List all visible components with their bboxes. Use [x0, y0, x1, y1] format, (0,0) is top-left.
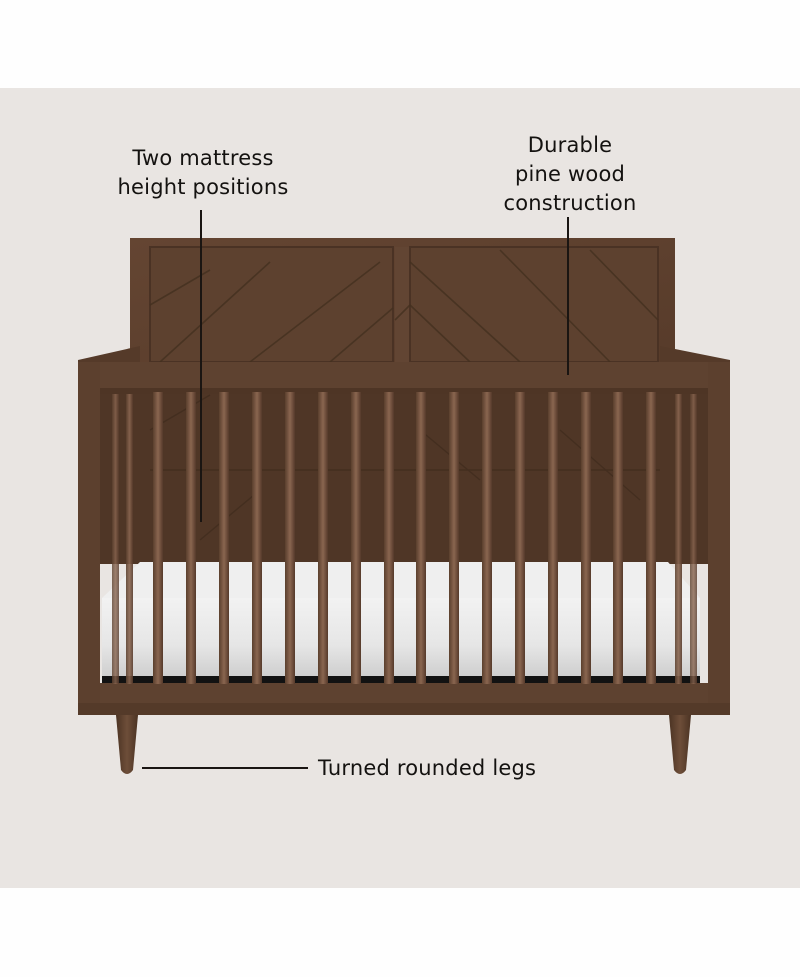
left-leg: [116, 715, 138, 774]
callout-pine-wood-leader-line: [567, 217, 569, 375]
right-leg: [669, 715, 691, 774]
bottom-rail: [100, 683, 708, 703]
callout-turned-legs: Turned rounded legs: [318, 756, 537, 780]
callout-mattress-heights: Two mattress height positions: [117, 146, 289, 199]
mattress: [102, 562, 700, 683]
base-rail: [78, 703, 730, 715]
front-frame: [78, 362, 730, 714]
callout-mattress-leader-line: [200, 210, 202, 522]
crib-slats: [112, 392, 697, 684]
headboard: [130, 238, 675, 368]
callout-legs-leader-line: [142, 767, 308, 769]
callout-pine-wood: Durable pine wood construction: [503, 133, 637, 215]
